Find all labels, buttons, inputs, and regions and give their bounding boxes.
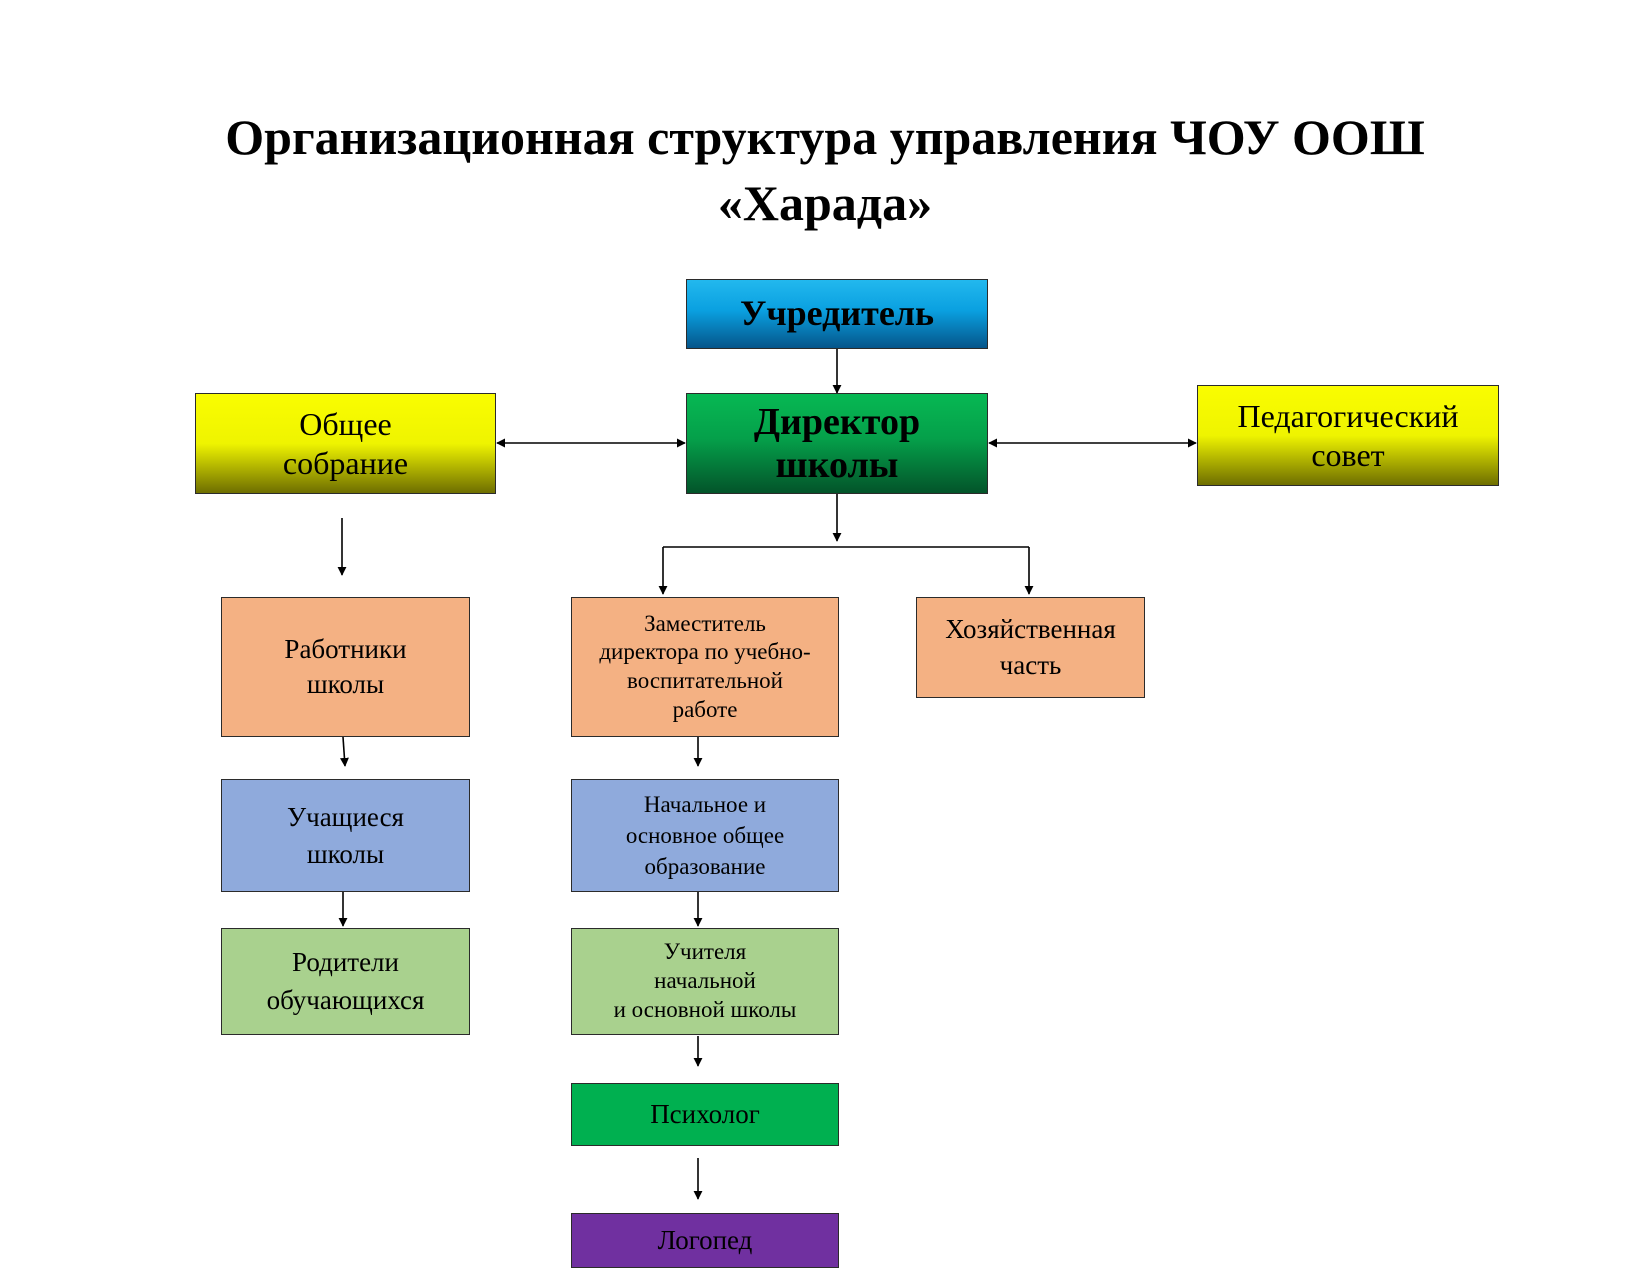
students-label-line-2: школы <box>306 838 385 869</box>
students-label-line-1: Учащиеся <box>287 802 404 833</box>
education-label-line-3: образование <box>644 854 766 880</box>
deputy-label-line-4: работе <box>672 696 738 722</box>
parents-label-line-1: Родители <box>292 946 399 977</box>
speech-therapist-label: Логопед <box>657 1225 753 1256</box>
box-psychologist: Психолог <box>571 1083 839 1146</box>
general-meeting-label-line-1: Общее <box>299 406 392 443</box>
box-household: Хозяйственная часть <box>916 597 1145 698</box>
teachers-label-line-1: Учителя <box>663 939 747 965</box>
deputy-label-line-2: директора по учебно- <box>599 639 811 665</box>
director-label-line-2: школы <box>775 443 899 486</box>
deputy-label-line-3: воспитательной <box>627 668 783 693</box>
box-general-meeting: Общее собрание <box>195 393 496 494</box>
box-school-workers: Работники школы <box>221 597 470 737</box>
box-director: Директор школы <box>686 393 988 494</box>
teachers-label-line-2: начальной <box>654 968 756 994</box>
box-primary-education: Начальное и основное общее образование <box>571 779 839 892</box>
deputy-label-line-1: Заместитель <box>644 610 766 636</box>
psychologist-label: Психолог <box>650 1099 760 1130</box>
ped-council-label-line-2: совет <box>1311 436 1385 473</box>
education-label-line-1: Начальное и <box>643 791 767 817</box>
education-label-line-2: основное общее <box>625 822 785 848</box>
box-deputy-director: Заместитель директора по учебно- воспита… <box>571 597 839 737</box>
box-students: Учащиеся школы <box>221 779 470 892</box>
box-founder: Учредитель <box>686 279 988 349</box>
page-title: Организационная структура управления ЧОУ… <box>100 104 1550 236</box>
title-line-2: «Харада» <box>717 175 933 231</box>
ped-council-label-line-1: Педагогический <box>1237 398 1459 435</box>
teachers-label-line-3: и основной школы <box>613 996 797 1022</box>
school-workers-label-line-2: школы <box>306 669 385 699</box>
arrow-workers-to-students <box>339 736 349 767</box>
box-speech-therapist: Логопед <box>571 1213 839 1268</box>
box-pedagogical-council: Педагогический совет <box>1197 385 1499 486</box>
director-label-line-1: Директор <box>753 400 921 443</box>
school-workers-label-line-1: Работники <box>284 633 407 664</box>
general-meeting-label-line-2: собрание <box>282 444 409 481</box>
box-teachers: Учителя начальной и основной школы <box>571 928 839 1035</box>
founder-label: Учредитель <box>739 293 935 334</box>
title-line-1: Организационная структура управления ЧОУ… <box>225 109 1425 165</box>
parents-label-line-2: обучающихся <box>266 984 425 1015</box>
household-label-line-2: часть <box>999 649 1062 680</box>
household-label-line-1: Хозяйственная <box>945 614 1116 645</box>
box-parents: Родители обучающихся <box>221 928 470 1035</box>
